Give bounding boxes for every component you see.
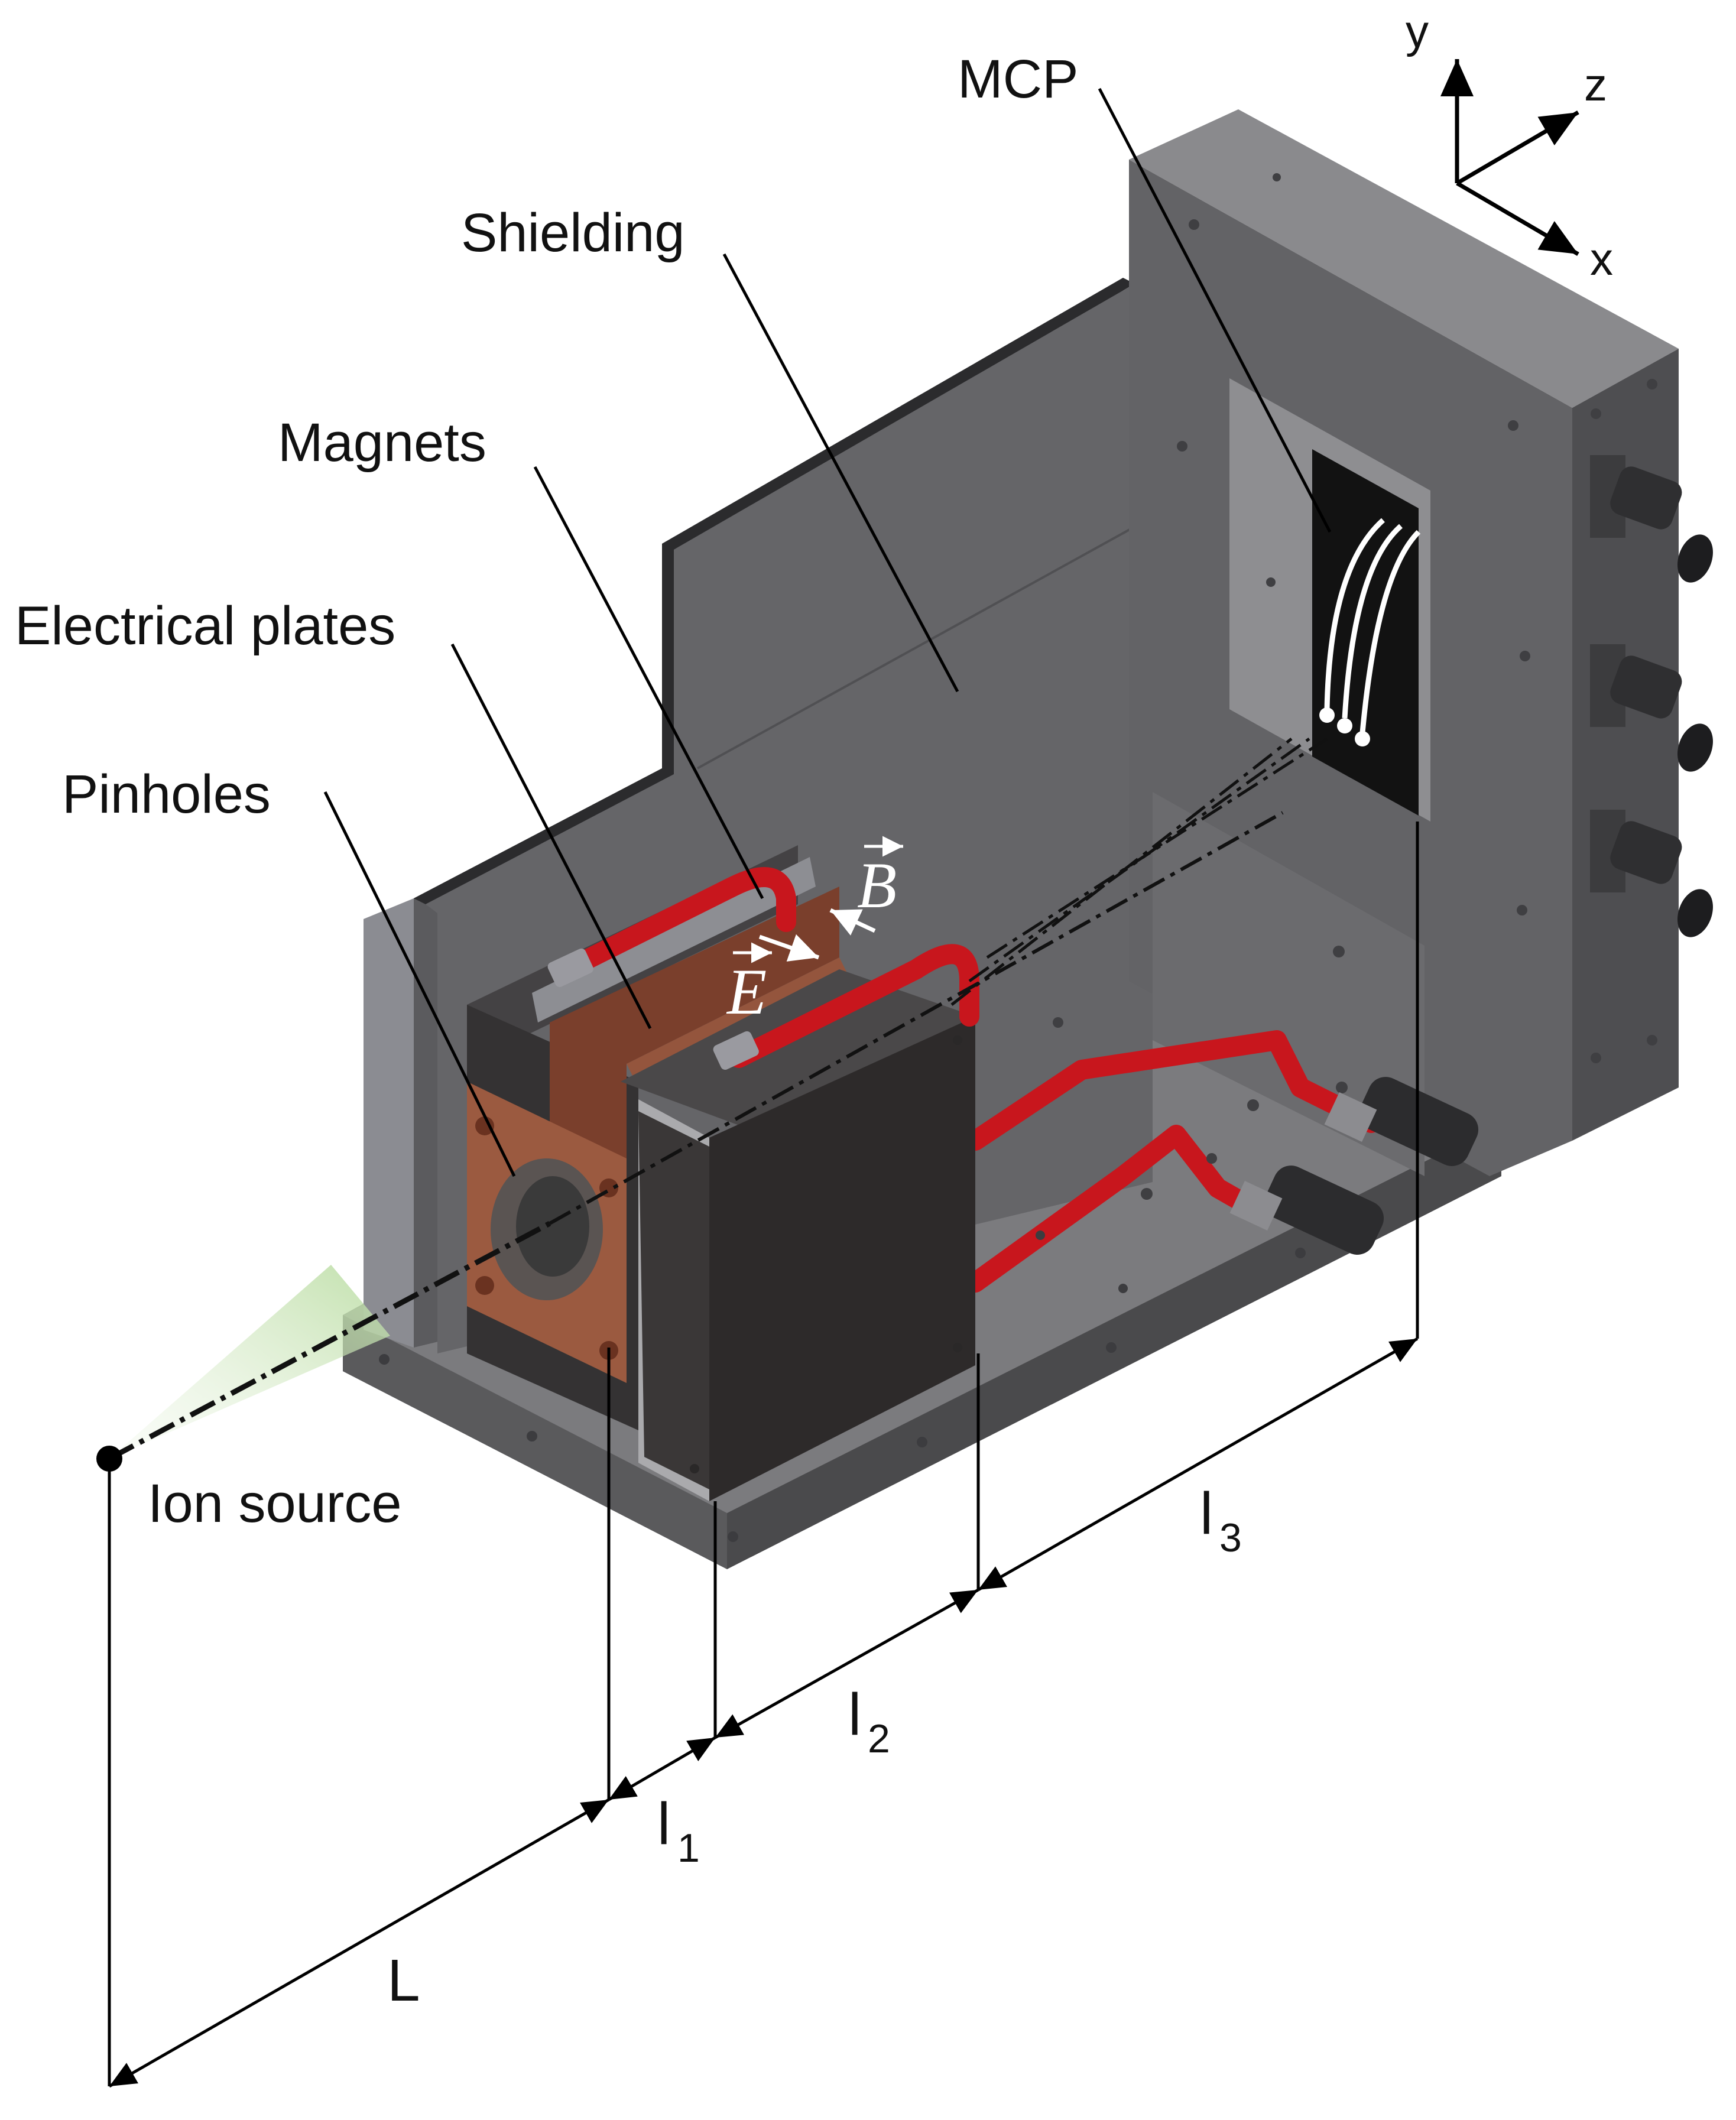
- electrical-plates-leader: [450, 643, 652, 1030]
- dimension-labels: L l 1 l 2 l 3: [387, 1481, 1242, 2014]
- impact-point-1: [1319, 707, 1335, 723]
- dim-L: [108, 1798, 610, 2088]
- ion-source-label: Ion source: [148, 1473, 402, 1534]
- mcp-detector: [1312, 449, 1419, 816]
- dim-l3: [977, 1337, 1419, 1592]
- trace-2: [1342, 524, 1403, 719]
- axis-x-label: x: [1590, 233, 1613, 285]
- trace-3: [1359, 530, 1421, 733]
- pinholes-label: Pinholes: [62, 764, 271, 824]
- dim-l2: [714, 1588, 979, 1739]
- base-screws: [379, 1231, 1306, 1542]
- shielding-leader: [722, 253, 959, 693]
- callout-lines: [323, 87, 1332, 1177]
- dim-L-label: L: [387, 1947, 420, 2014]
- ion-beam-cone: [109, 1265, 390, 1459]
- pinhole: [516, 1176, 589, 1277]
- deflector-assembly: [467, 845, 979, 1501]
- component-labels: MCP Shielding Magnets Electrical plates …: [15, 49, 1078, 1534]
- dim-l2-label: l: [848, 1681, 861, 1748]
- device: B E: [108, 109, 1713, 1569]
- trace-1: [1324, 518, 1385, 710]
- electrical-plates-label: Electrical plates: [15, 596, 395, 656]
- magnets-leader: [533, 466, 764, 900]
- e-field-symbol: E: [726, 956, 767, 1028]
- pinholes-leader: [323, 791, 516, 1177]
- dimension-lines: [108, 822, 1419, 2088]
- mcp-leader: [1098, 87, 1332, 533]
- mcp-housing: [1129, 109, 1713, 1176]
- shielding-label: Shielding: [461, 203, 685, 263]
- beam-trajectories: [108, 518, 1421, 1461]
- dim-l2-subscript: 2: [868, 1716, 890, 1761]
- mcp-label: MCP: [958, 49, 1078, 109]
- dim-l3-subscript: 3: [1219, 1515, 1242, 1560]
- dim-l1-label: l: [657, 1791, 670, 1857]
- dim-l1-subscript: 1: [677, 1826, 700, 1871]
- coordinate-axes: y z x: [1406, 5, 1613, 285]
- impact-point-3: [1355, 731, 1370, 746]
- dim-l1: [608, 1736, 716, 1801]
- axis-y-label: y: [1406, 5, 1429, 57]
- field-vectors: B E: [726, 836, 903, 1028]
- b-field-symbol: B: [857, 849, 897, 921]
- magnets-label: Magnets: [278, 413, 486, 473]
- axis-z-label: z: [1584, 59, 1607, 111]
- impact-point-2: [1337, 718, 1352, 733]
- connectors: [1590, 455, 1713, 937]
- dim-l3-label: l: [1200, 1481, 1213, 1547]
